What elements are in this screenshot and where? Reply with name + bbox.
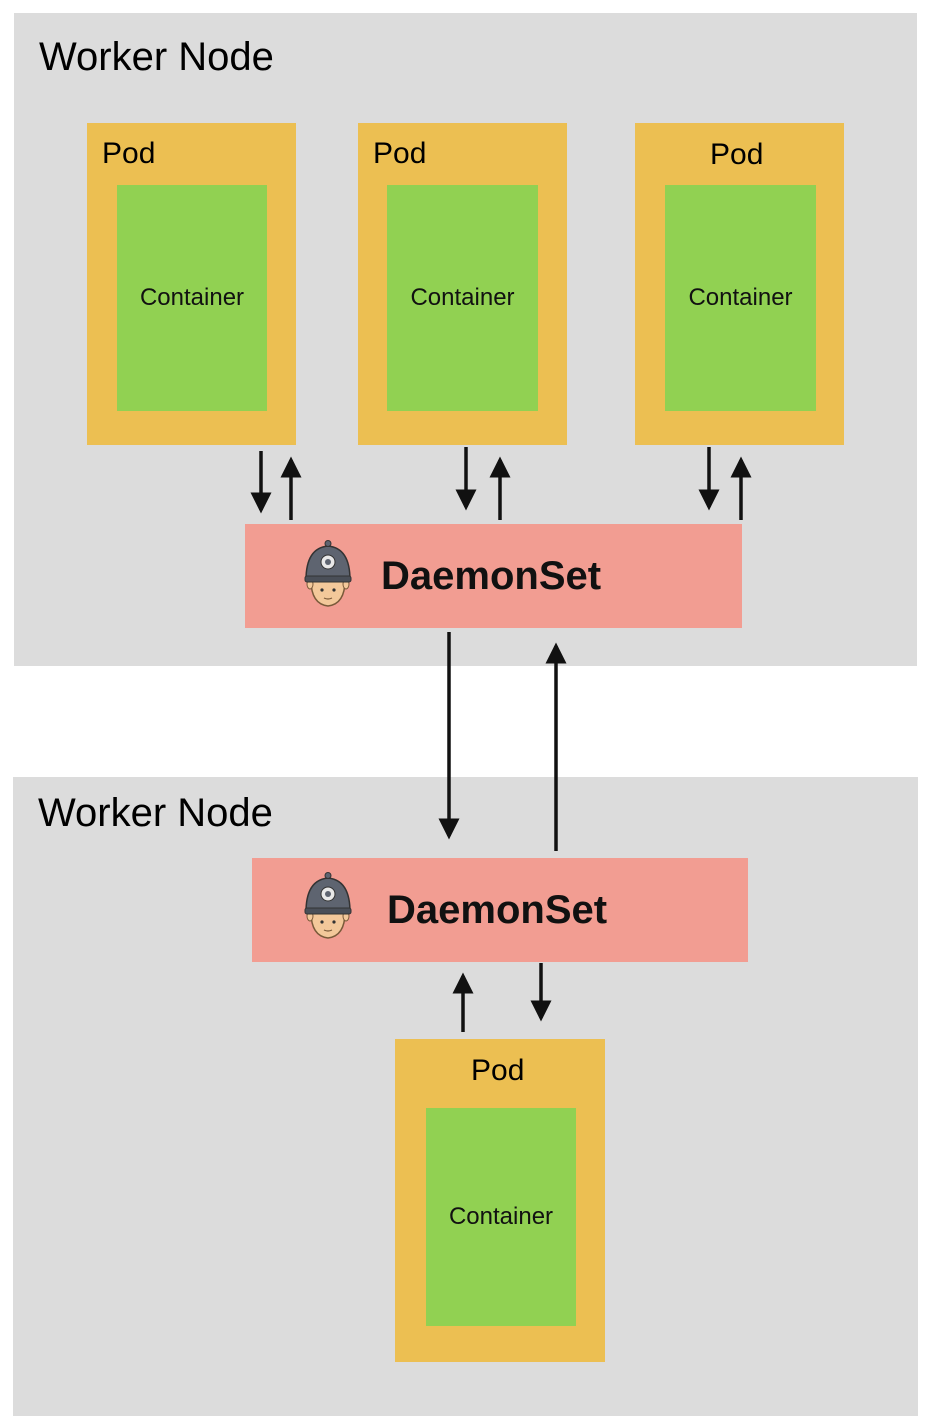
- pod-1: Pod Container: [87, 123, 296, 445]
- daemonset-1: DaemonSet: [245, 524, 742, 628]
- pod-4: Pod Container: [395, 1039, 605, 1362]
- pod-2: Pod Container: [358, 123, 567, 445]
- pod-label: Pod: [710, 138, 764, 171]
- policeman-icon: [304, 540, 352, 607]
- policeman-icon: [304, 872, 352, 939]
- pod-label: Pod: [373, 137, 427, 170]
- pod-label: Pod: [102, 137, 156, 170]
- pod-3: Pod Container: [635, 123, 844, 445]
- container: Container: [426, 1108, 576, 1326]
- container: Container: [665, 185, 816, 411]
- container: Container: [387, 185, 538, 411]
- daemonset-2: DaemonSet: [252, 858, 748, 962]
- container: Container: [117, 185, 267, 411]
- worker-node-title: Worker Node: [38, 791, 273, 835]
- worker-node-title: Worker Node: [39, 35, 274, 79]
- daemonset-label: DaemonSet: [387, 888, 608, 932]
- pod-label: Pod: [471, 1054, 525, 1087]
- daemonset-label: DaemonSet: [381, 554, 602, 598]
